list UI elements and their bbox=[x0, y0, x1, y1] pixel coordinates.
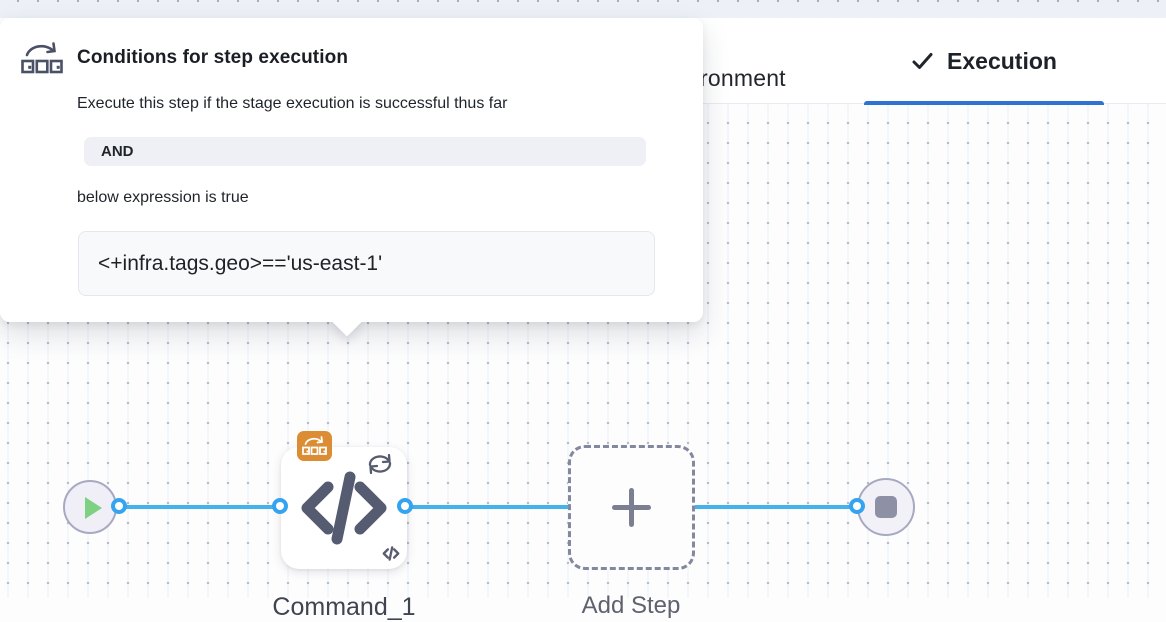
tab-execution-label: Execution bbox=[947, 47, 1057, 74]
connector-port[interactable] bbox=[397, 498, 413, 514]
step-condition-popover: Conditions for step execution Execute th… bbox=[0, 18, 703, 337]
pipeline-start-node[interactable] bbox=[63, 480, 117, 534]
connector-line bbox=[406, 505, 570, 509]
popover-title: Conditions for step execution bbox=[77, 47, 349, 68]
conditional-execution-badge[interactable] bbox=[297, 431, 332, 461]
conditional-execution-icon bbox=[302, 436, 327, 455]
expression-value: <+infra.tags.geo>=='us-east-1' bbox=[78, 231, 655, 296]
tab-environment-partial[interactable]: ronment bbox=[700, 65, 786, 91]
active-tab-underline bbox=[864, 101, 1104, 105]
connector-line bbox=[694, 505, 858, 509]
connector-port[interactable] bbox=[849, 498, 865, 514]
canvas-top-strip bbox=[0, 0, 1166, 18]
step-node-command[interactable] bbox=[281, 447, 407, 569]
popover-description: Execute this step if the stage execution… bbox=[77, 95, 508, 112]
stop-icon bbox=[875, 496, 897, 518]
pipeline-end-node[interactable] bbox=[857, 478, 915, 536]
plus-icon bbox=[629, 488, 634, 527]
code-icon-small bbox=[382, 546, 400, 561]
add-step-node[interactable] bbox=[568, 445, 695, 570]
connector-port[interactable] bbox=[272, 498, 288, 514]
code-icon bbox=[301, 471, 387, 545]
operator-badge: AND bbox=[84, 137, 646, 166]
loop-icon bbox=[368, 453, 392, 475]
step-label-command[interactable]: Command_1 bbox=[272, 593, 416, 621]
tab-execution[interactable]: Execution bbox=[864, 18, 1104, 105]
connector-line bbox=[120, 505, 281, 509]
step-label-add-step[interactable]: Add Step bbox=[581, 592, 681, 619]
play-icon bbox=[85, 497, 102, 519]
connector-port[interactable] bbox=[111, 498, 127, 514]
conditional-execution-icon bbox=[21, 42, 63, 74]
expression-intro: below expression is true bbox=[77, 189, 249, 206]
checkmark-icon bbox=[912, 53, 933, 69]
